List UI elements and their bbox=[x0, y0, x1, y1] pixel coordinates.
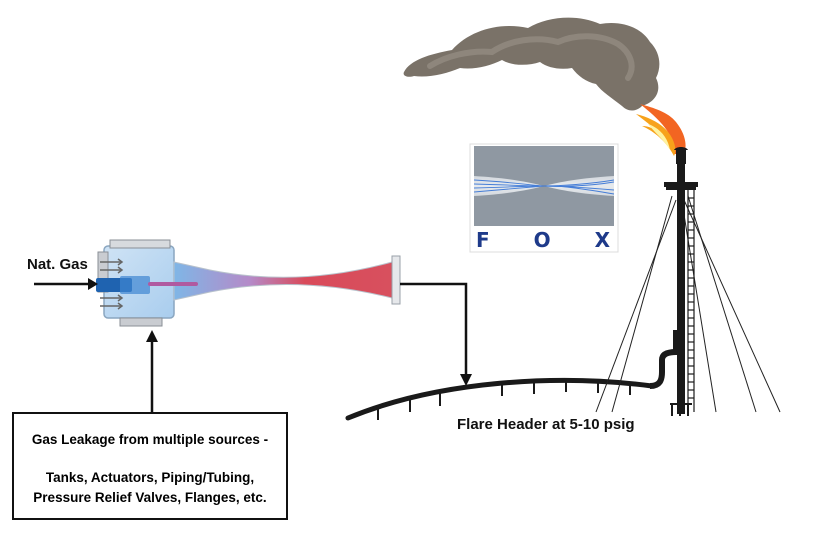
flare-header-pipe bbox=[345, 330, 679, 421]
fox-logo bbox=[469, 143, 619, 253]
fox-letter-o: O bbox=[533, 228, 553, 252]
flare-header-label: Flare Header at 5-10 psig bbox=[457, 416, 635, 433]
discharge-line bbox=[400, 282, 472, 386]
fox-letter-x: X bbox=[594, 228, 612, 252]
leakage-sources-line-2: Pressure Relief Valves, Flanges, etc. bbox=[33, 490, 267, 505]
flare-flame bbox=[636, 104, 686, 156]
nat-gas-label: Nat. Gas bbox=[27, 256, 88, 273]
inlet-arrow bbox=[34, 278, 98, 290]
leak-arrows bbox=[100, 258, 124, 310]
fox-letter-f: F bbox=[476, 228, 492, 252]
smoke-plume bbox=[403, 17, 660, 111]
leakage-callout: Gas Leakage from multiple sources - Tank… bbox=[12, 412, 288, 520]
leakage-title: Gas Leakage from multiple sources - bbox=[31, 432, 269, 447]
flare-stack bbox=[595, 147, 781, 416]
leakage-arrow bbox=[146, 330, 158, 412]
fox-logo-text: F O X bbox=[470, 228, 618, 252]
leakage-sources-line-1: Tanks, Actuators, Piping/Tubing, bbox=[45, 470, 255, 485]
ejector bbox=[96, 239, 401, 327]
